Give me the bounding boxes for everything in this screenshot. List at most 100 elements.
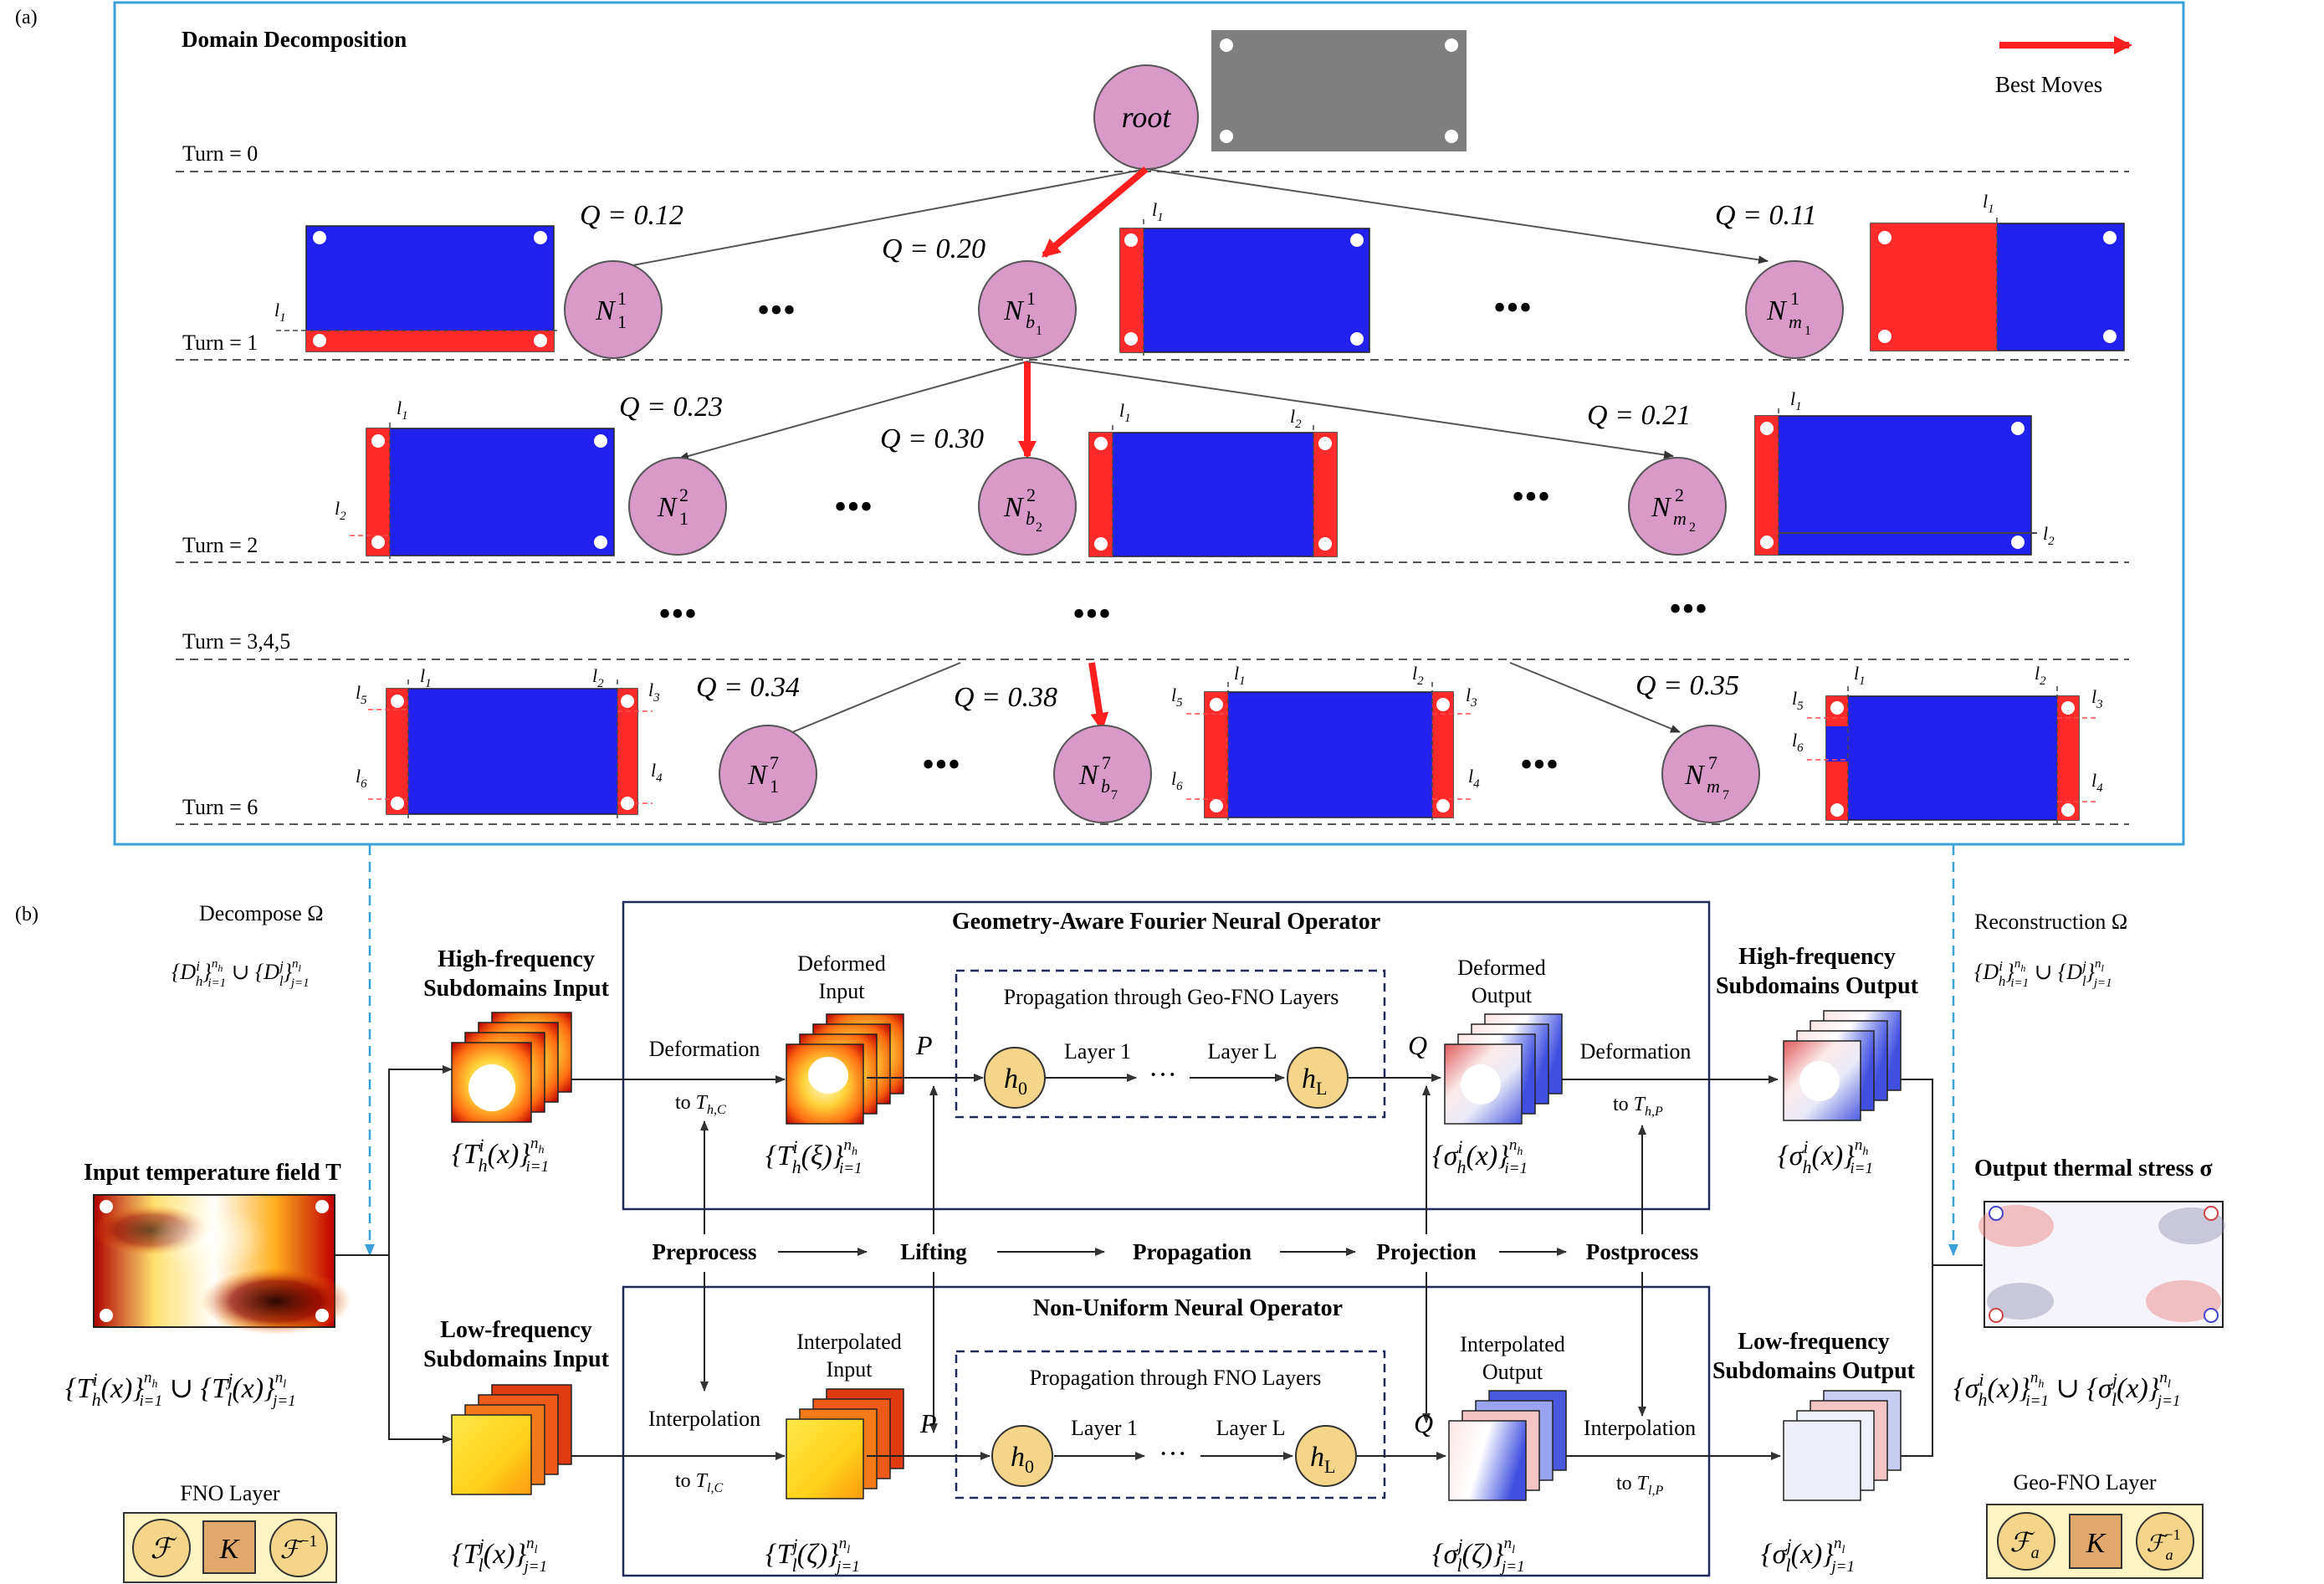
fno-layer-box: ℱ K ℱ−1	[123, 1512, 337, 1583]
turn-0-label: Turn = 0	[182, 141, 258, 166]
nuno-box	[622, 1285, 1711, 1577]
svg-text:2: 2	[1026, 484, 1036, 505]
interpolation-label-2: Interpolation	[1584, 1416, 1696, 1440]
fno-prop-title: Propagation through FNO Layers	[1030, 1366, 1322, 1390]
node-t1-n1: N 11	[564, 260, 663, 359]
high-out-title-1: High-frequency	[1738, 944, 1896, 970]
panel-a-frame	[113, 1, 2185, 846]
interp-output-title-1: Interpolated	[1460, 1332, 1565, 1356]
l1-label-t1c: l1	[1983, 191, 1994, 216]
svg-text:N: N	[657, 492, 678, 523]
ellipsis-t345-b: •••	[1072, 593, 1111, 634]
l1-label-t1b: l1	[1152, 199, 1164, 224]
q-t6-right: Q = 0.35	[1636, 670, 1739, 701]
low-in-title-2: Subdomains Input	[423, 1346, 609, 1372]
high-out-title-2: Subdomains Output	[1716, 973, 1919, 999]
fno-q-label: Q	[1414, 1408, 1433, 1438]
output-merge-lines	[1901, 1079, 1983, 1457]
fno-layer-title: FNO Layer	[180, 1481, 279, 1505]
node-t2-n1: N 2 1	[628, 457, 727, 556]
svg-text:2: 2	[1675, 484, 1684, 505]
pipeline-lifting: Lifting	[900, 1239, 967, 1264]
interp-input-stack	[786, 1388, 904, 1499]
domain-t1-b	[1119, 219, 1370, 356]
edge-root-n1	[610, 168, 1147, 272]
svg-text:m: m	[1673, 508, 1687, 529]
ellipsis-t1-a: •••	[757, 290, 796, 331]
svg-text:1: 1	[679, 508, 688, 529]
l2-label-t6b: l2	[1412, 663, 1424, 688]
geo-prop-box	[955, 969, 1386, 1119]
q-t1-left: Q = 0.12	[580, 200, 683, 231]
ellipsis-t6-a: •••	[922, 744, 960, 785]
deformation-label-1: Deformation	[649, 1037, 760, 1061]
svg-text:N: N	[1003, 492, 1025, 523]
q-t1-mid: Q = 0.20	[882, 233, 985, 264]
q-t2-left: Q = 0.23	[619, 392, 723, 423]
edge-t6-n1	[781, 662, 961, 737]
geo-h0-node: h0	[984, 1047, 1046, 1109]
l6-label-t6b: l6	[1171, 768, 1183, 793]
l2-label-t2b: l2	[1290, 406, 1302, 431]
geo-dots: ···	[1149, 1059, 1177, 1090]
fno-h0-node: h0	[991, 1425, 1053, 1487]
domain-t1-a	[276, 225, 561, 352]
l5-label-t6b: l5	[1171, 684, 1183, 710]
svg-text:b: b	[1101, 776, 1110, 797]
l4-label-t6a: l4	[651, 760, 663, 785]
fno-dots: ···	[1159, 1438, 1187, 1469]
l4-label-t6b: l4	[1468, 766, 1480, 791]
svg-text:1: 1	[617, 311, 627, 332]
output-stress-field	[1978, 1201, 2225, 1328]
fno-hL-node: hL	[1295, 1425, 1357, 1487]
input-temperature-field	[92, 1194, 351, 1335]
interp-input-title-1: Interpolated	[796, 1330, 902, 1354]
fno-prop-box	[955, 1350, 1386, 1499]
edge-root-nb1	[1041, 166, 1149, 259]
low-in-title-1: Low-frequency	[440, 1317, 591, 1343]
l1-label-t6a: l1	[420, 665, 432, 690]
deformed-input-title-2: Input	[819, 979, 866, 1003]
l3-label-t6a: l3	[648, 679, 660, 705]
deformed-output-title-2: Output	[1472, 983, 1533, 1007]
l2-label-t6c: l2	[2035, 663, 2046, 688]
l1-label-t2c: l1	[1790, 388, 1802, 413]
domain-t6-c	[1807, 686, 2096, 823]
interp-output-stack	[1448, 1390, 1567, 1501]
edge-root-nm1	[1145, 168, 1769, 264]
edge-nb1-nm2	[1026, 361, 1674, 459]
l1-label-t1a: l1	[274, 300, 286, 325]
ellipsis-t1-b: •••	[1493, 287, 1532, 328]
fno-layer1-label: Layer 1	[1071, 1416, 1138, 1440]
geo-fno-layer-title: Geo-FNO Layer	[2013, 1470, 2156, 1494]
domain-t2-c	[1754, 408, 2037, 559]
high-in-title-2: Subdomains Input	[423, 976, 609, 1002]
l5-label-t6a: l5	[356, 682, 367, 707]
interp-output-title-2: Output	[1482, 1360, 1543, 1384]
edge-t6-nm7	[1509, 662, 1681, 733]
svg-text:b: b	[1026, 311, 1035, 332]
deformed-output-title-1: Deformed	[1457, 956, 1545, 980]
turn-2-label: Turn = 2	[182, 533, 258, 557]
svg-text:2: 2	[679, 484, 688, 505]
deformation-label-2: Deformation	[1580, 1039, 1692, 1064]
low-out-title-2: Subdomains Output	[1712, 1358, 1916, 1384]
high-in-stack	[451, 1012, 572, 1123]
svg-text:m: m	[1789, 311, 1802, 332]
geo-hL-node: hL	[1287, 1047, 1349, 1109]
l6-label-t6a: l6	[356, 766, 367, 791]
domain-t1-c	[1870, 218, 2125, 351]
q-t1-right: Q = 0.11	[1715, 200, 1816, 231]
ellipsis-t345-a: •••	[658, 593, 697, 634]
pipeline-vertical-arrows	[700, 1085, 1646, 1433]
svg-text:N: N	[1684, 760, 1706, 791]
domain-t2-b	[1088, 425, 1338, 559]
ellipsis-t2-b: •••	[1512, 476, 1550, 517]
